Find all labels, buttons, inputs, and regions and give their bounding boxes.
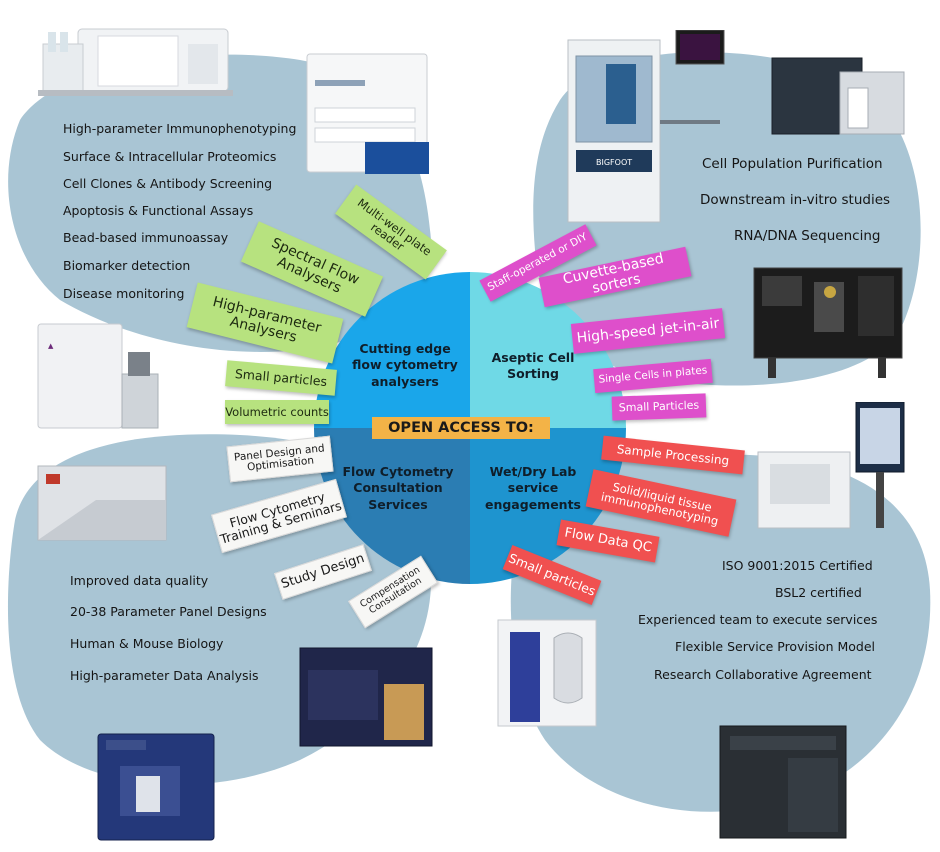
quadrant-sorting bbox=[470, 272, 626, 428]
sorting-line-2: Sorting bbox=[507, 366, 559, 382]
quadrant-consultation bbox=[314, 428, 470, 584]
consultation-line-1: Flow Cytometry bbox=[342, 464, 454, 479]
wetdry-line-2: service bbox=[507, 480, 559, 496]
analysers-line-1: Cutting edge bbox=[359, 341, 451, 356]
sorting-line-1: Aseptic Cell bbox=[491, 350, 575, 365]
analysers-line-3: analysers bbox=[371, 373, 439, 389]
open-access-banner: OPEN ACCESS TO: bbox=[372, 417, 550, 439]
quadrant-wetdry bbox=[470, 428, 626, 584]
feature-cell-purification: Cell Population Purification bbox=[702, 156, 883, 172]
quadrant-analysers bbox=[314, 272, 470, 428]
consultation-quadrant-label: Flow Cytometry Consultation Services bbox=[336, 464, 460, 513]
feature-sequencing: RNA/DNA Sequencing bbox=[734, 228, 881, 244]
wetdry-line-3: engagements bbox=[484, 496, 581, 512]
feature-immunophenotyping: High-parameter Immunophenotyping bbox=[63, 121, 297, 136]
jet-in-air-sorter-image bbox=[753, 267, 903, 378]
analyser-workstation-image bbox=[757, 402, 905, 529]
benchtop-analyser-image bbox=[38, 28, 233, 96]
feature-service-model: Flexible Service Provision Model bbox=[675, 639, 876, 654]
feature-experienced-team: Experienced team to execute services bbox=[638, 612, 878, 627]
consultation-line-3: Services bbox=[368, 496, 428, 512]
feature-panel-designs: 20-38 Parameter Panel Designs bbox=[70, 604, 267, 619]
feature-iso-certified: ISO 9001:2015 Certified bbox=[722, 558, 873, 573]
tag-volumetric-counts: Volumetric counts bbox=[225, 400, 329, 424]
feature-data-analysis: High-parameter Data Analysis bbox=[70, 668, 259, 683]
feature-data-quality: Improved data quality bbox=[70, 573, 209, 588]
consultation-line-2: Consultation bbox=[353, 480, 443, 496]
plate-reader-image bbox=[306, 53, 429, 174]
feature-antibody-screening: Cell Clones & Antibody Screening bbox=[63, 176, 273, 191]
feature-apoptosis: Apoptosis & Functional Assays bbox=[63, 203, 254, 218]
feature-bsl2: BSL2 certified bbox=[775, 585, 862, 600]
tall-analyser-image bbox=[497, 619, 597, 727]
feature-biomarker: Biomarker detection bbox=[63, 258, 191, 273]
feature-biology: Human & Mouse Biology bbox=[70, 636, 224, 651]
feature-disease-monitoring: Disease monitoring bbox=[63, 286, 185, 301]
sorting-quadrant-label: Aseptic Cell Sorting bbox=[478, 350, 588, 383]
bigfoot-label: BIGFOOT bbox=[596, 158, 632, 167]
cytek-analyser-image: ▲ bbox=[37, 323, 159, 429]
feature-bead-immunoassay: Bead-based immunoassay bbox=[63, 230, 229, 245]
feature-downstream-studies: Downstream in-vitro studies bbox=[700, 192, 891, 208]
tag-small-particles-sorting-text: Small Particles bbox=[618, 398, 700, 415]
feature-collaborative-agreement: Research Collaborative Agreement bbox=[654, 667, 872, 682]
facscanto-image bbox=[97, 733, 215, 841]
wetdry-quadrant-label: Wet/Dry Lab service engagements bbox=[478, 464, 588, 513]
fortessa-analyser-image bbox=[37, 465, 167, 541]
wetdry-line-1: Wet/Dry Lab bbox=[489, 464, 577, 479]
analysers-line-2: flow cytometry bbox=[352, 357, 458, 373]
bigfoot-sorter-image: BIGFOOT bbox=[567, 30, 725, 223]
cuvette-sorter-image bbox=[771, 57, 905, 135]
feature-proteomics: Surface & Intracellular Proteomics bbox=[63, 149, 277, 164]
attune-analyser-image bbox=[299, 647, 433, 747]
tag-small-particles-sorting: Small Particles bbox=[611, 393, 707, 421]
svg-text:▲: ▲ bbox=[48, 342, 54, 350]
tag-single-cells-text: Single Cells in plates bbox=[598, 364, 708, 387]
tag-volumetric-text: Volumetric counts bbox=[225, 404, 329, 419]
analysers-quadrant-label: Cutting edge flow cytometry analysers bbox=[345, 341, 465, 390]
tag-small-particles-text: Small particles bbox=[234, 366, 328, 390]
dark-cabinet-image bbox=[719, 725, 847, 839]
